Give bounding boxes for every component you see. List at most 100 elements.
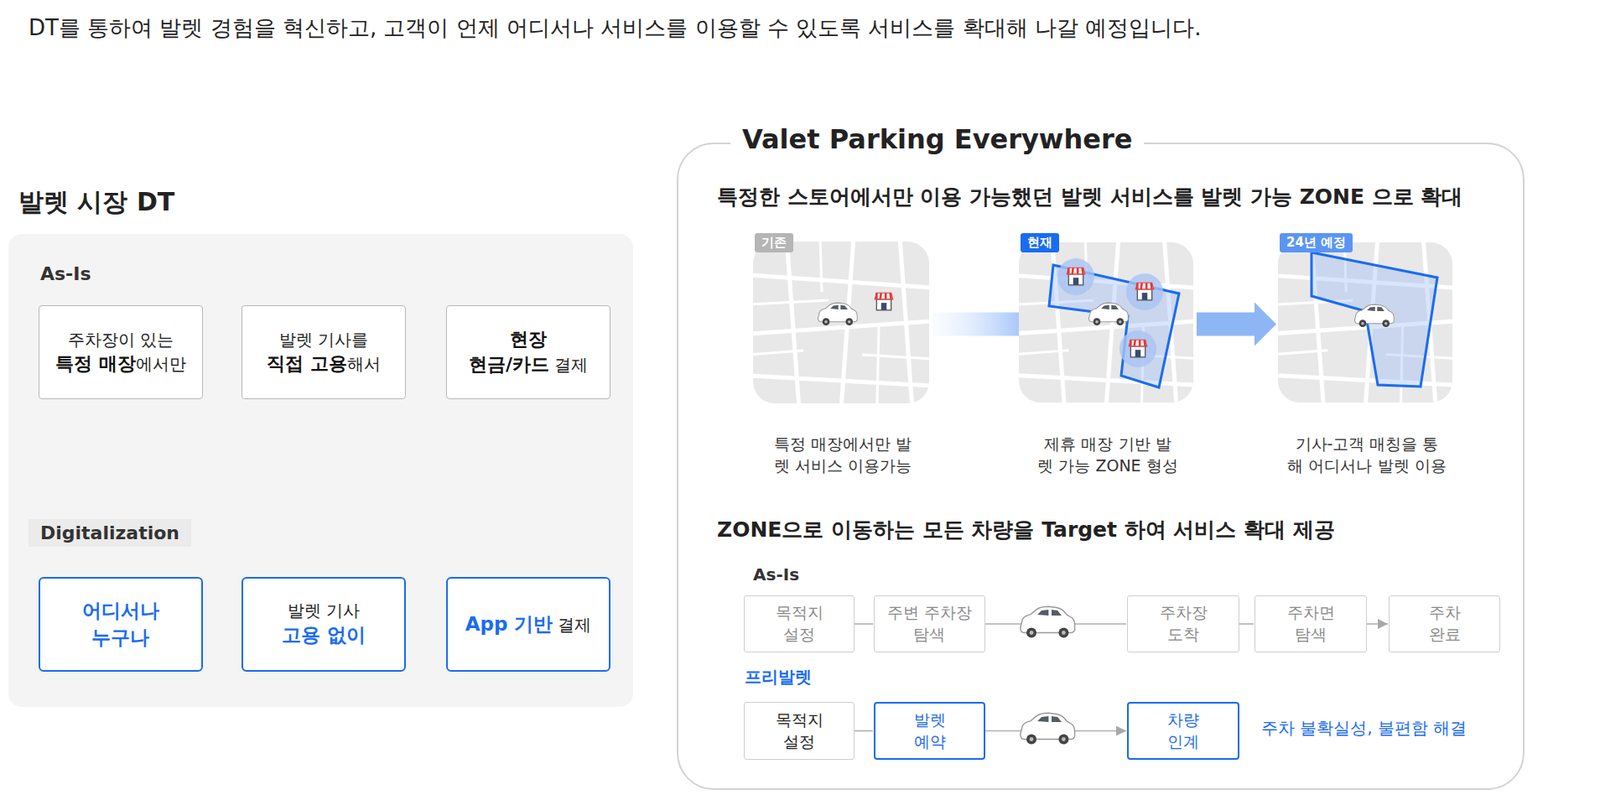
flow-step: 주차장 도착 xyxy=(1127,595,1240,653)
box-text: 주차장 도착 xyxy=(1155,602,1212,645)
box-label: 에서만 xyxy=(135,353,187,375)
illustration-part xyxy=(1014,238,1198,409)
illustration-part xyxy=(1049,264,1180,388)
box-label: 현장 xyxy=(509,328,547,350)
box-text: 목적지 설정 xyxy=(771,709,828,753)
digital-box: App 기반결제 xyxy=(446,576,611,672)
box-label: App 기반 xyxy=(465,612,554,635)
stage-caption-text: 특정 매장에서만 발렛 서비스 이용가능 xyxy=(761,433,925,477)
row-label: 프리발렛 xyxy=(744,665,812,689)
box-text: 주변 주차장 탐색 xyxy=(884,602,974,645)
illustration-part xyxy=(1057,258,1095,296)
flow-step: 주변 주차장 탐색 xyxy=(873,595,986,653)
sub-heading: ZONE으로 이동하는 모든 차량을 Target 하여 서비스 확대 제공 xyxy=(716,515,1336,544)
result-note: 주차 불확실성, 불편함 해결 xyxy=(1261,716,1467,740)
box-label: 특정 매장 xyxy=(55,353,136,375)
market-panel: 발렛 시장 DT주차장이 있는특정 매장에서만발렛 기사를직접 고용해서현장현금… xyxy=(8,233,634,707)
stage-tag: 현재 xyxy=(1020,233,1060,253)
box-label: 차량 인계 xyxy=(1163,709,1204,753)
flow-step: 주차 완료 xyxy=(1388,595,1501,653)
box-label: 주차면 탐색 xyxy=(1283,602,1340,645)
box-text: App 기반결제 xyxy=(465,611,593,638)
illustration-part xyxy=(1126,273,1164,311)
section-label: As-Is xyxy=(40,263,92,285)
box-label: 발렛 기사를 xyxy=(279,329,369,350)
box-label: 해서 xyxy=(347,353,381,375)
box-label: 발렛 기사 xyxy=(287,600,360,621)
map-existing xyxy=(748,237,934,410)
map-stage: 현재제휴 매장 기반 발렛 가능 ZONE 형성 xyxy=(1020,243,1195,406)
illustration-part xyxy=(1128,339,1148,358)
box-label: 주차장이 있는 xyxy=(67,329,174,350)
illustration-part xyxy=(748,237,934,410)
illustration-part xyxy=(817,302,858,326)
box-label: 목적지 설정 xyxy=(771,709,828,753)
illustration-part xyxy=(1119,330,1157,368)
as-is-box: 주차장이 있는특정 매장에서만 xyxy=(38,305,203,400)
box-label: 고용 없이 xyxy=(281,623,366,646)
box-text: 현장현금/카드결제 xyxy=(468,327,588,377)
box-text: 발렛 예약 xyxy=(909,709,951,753)
illustration-part xyxy=(874,292,894,311)
box-text: 발렛 기사를직접 고용해서 xyxy=(266,328,381,377)
box-label: 목적지 설정 xyxy=(771,602,828,645)
progress-arrow xyxy=(1196,302,1277,347)
box-text: 어디서나 누구나 xyxy=(76,597,166,650)
box-label: 결제 xyxy=(554,354,588,375)
flow-step: 주차면 탐색 xyxy=(1254,595,1367,653)
box-label: 어디서나 누구나 xyxy=(76,597,166,650)
connector-line xyxy=(1239,623,1254,625)
stage-tag: 24년 예정 xyxy=(1279,233,1353,253)
illustration-part xyxy=(1311,252,1438,387)
as-is-box: 발렛 기사를직접 고용해서 xyxy=(241,305,406,400)
flow-step: 목적지 설정 xyxy=(743,701,855,760)
box-text: 주차 완료 xyxy=(1424,602,1465,645)
panel-heading: 발렛 시장 DT xyxy=(18,185,175,220)
box-text: 발렛 기사고용 없이 xyxy=(281,599,366,649)
valet-panel: Valet Parking Everywhere기존특정 매장에서만 발렛 서비… xyxy=(676,142,1525,790)
map-stage: 기존특정 매장에서만 발렛 서비스 이용가능 xyxy=(754,243,931,406)
progress-band xyxy=(932,312,1019,337)
box-text: 목적지 설정 xyxy=(771,602,828,645)
as-is-box: 현장현금/카드결제 xyxy=(446,305,611,400)
intro-sentence: DT를 통하여 발렛 경험을 혁신하고, 고객이 언제 어디서나 서비스를 이용… xyxy=(28,13,1201,43)
stage-caption-text: 기사-고객 매칭을 통해 어디서나 발렛 이용 xyxy=(1285,433,1449,477)
box-label: 발렛 예약 xyxy=(909,709,951,753)
box-text: 차량 인계 xyxy=(1163,709,1204,753)
box-label: 주변 주차장 탐색 xyxy=(884,602,974,645)
illustration-part xyxy=(1066,267,1086,286)
stage-caption: 제휴 매장 기반 발렛 가능 ZONE 형성 xyxy=(987,433,1229,477)
box-text: 주차면 탐색 xyxy=(1283,602,1340,645)
car-icon xyxy=(1020,606,1076,638)
box-label: 직접 고용 xyxy=(266,353,348,375)
connector-line xyxy=(854,730,873,733)
flow-step: 목적지 설정 xyxy=(743,595,855,653)
connector-line xyxy=(854,623,873,625)
panel-title: Valet Parking Everywhere xyxy=(730,123,1144,156)
illustration-part xyxy=(1354,304,1394,328)
stage-caption: 기사-고객 매칭을 통해 어디서나 발렛 이용 xyxy=(1246,433,1488,477)
car-icon xyxy=(1020,712,1076,744)
digital-box: 어디서나 누구나 xyxy=(38,576,203,672)
map-current xyxy=(1014,238,1198,409)
box-text: 주차장이 있는특정 매장에서만 xyxy=(55,328,187,377)
map-stage: 24년 예정기사-고객 매칭을 통해 어디서나 발렛 이용 xyxy=(1279,243,1455,406)
box-label: 현금/카드 xyxy=(468,353,550,375)
flow-step-highlight: 발렛 예약 xyxy=(873,701,986,760)
box-label: 주차장 도착 xyxy=(1155,602,1212,645)
stage-tag: 기존 xyxy=(754,233,794,253)
illustration-part xyxy=(1273,238,1457,409)
box-label: 주차 완료 xyxy=(1424,602,1465,645)
map-planned xyxy=(1273,238,1457,409)
connector-line xyxy=(1366,623,1388,625)
row-label: As-Is xyxy=(753,564,800,585)
box-label: 결제 xyxy=(557,614,592,635)
sub-heading: 특정한 스토어에서만 이용 가능했던 발렛 서비스를 발렛 가능 ZONE 으로… xyxy=(716,182,1463,211)
section-label: Digitalization xyxy=(28,519,192,547)
stage-caption-text: 제휴 매장 기반 발렛 가능 ZONE 형성 xyxy=(1026,433,1190,477)
illustration-part xyxy=(1135,282,1154,301)
stage-caption: 특정 매장에서만 발렛 서비스 이용가능 xyxy=(721,433,965,477)
illustration-part xyxy=(1088,302,1128,326)
digital-box: 발렛 기사고용 없이 xyxy=(241,576,406,672)
